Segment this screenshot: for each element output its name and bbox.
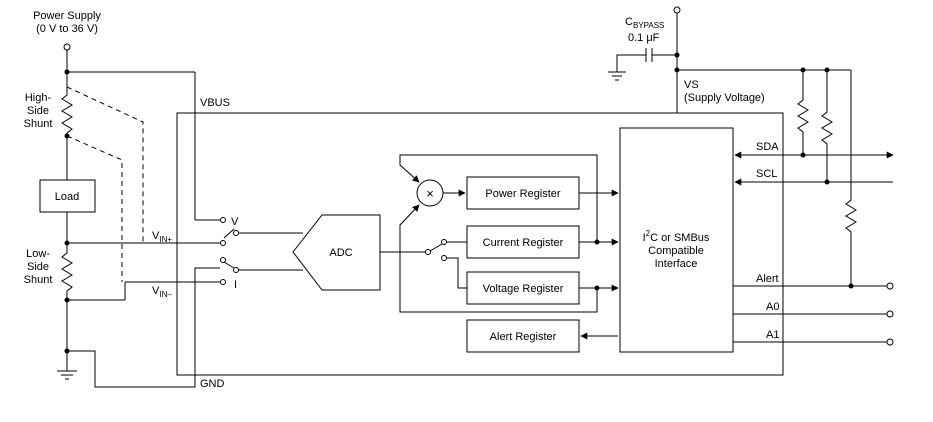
vs-supply-label: (Supply Voltage): [684, 92, 765, 104]
low-side-shunt-resistor: [61, 243, 73, 371]
demux-node: [441, 255, 447, 261]
low-side-shunt-label-1: Low-: [26, 248, 50, 260]
vs-terminal: [673, 6, 681, 14]
low-side-shunt-label-2: Side: [27, 261, 49, 273]
gnd-pin-label: GND: [200, 378, 225, 390]
alert-pullup-resistor: [845, 70, 857, 286]
voltage-feedback-wire: [399, 204, 598, 313]
low-side-shunt-label-3: Shunt: [24, 274, 53, 286]
high-side-shunt-label-3: Shunt: [24, 118, 53, 130]
gnd-wire: [67, 267, 220, 388]
power-supply-label: Power Supply: [33, 10, 101, 22]
high-side-shunt-resistor: [61, 87, 73, 180]
input-mux: [220, 217, 239, 285]
node-dot: [594, 239, 600, 245]
demux-to-voltage: [446, 257, 467, 289]
node-dot: [594, 285, 600, 291]
power-register-label: Power Register: [485, 188, 561, 200]
interface-label-3: Interface: [655, 258, 698, 270]
adc-label: ADC: [329, 247, 352, 259]
demux-node: [425, 249, 431, 255]
node-dot: [824, 179, 830, 185]
a0-terminal: [886, 310, 894, 318]
sda-pullup-resistor: [797, 70, 809, 155]
node-dot: [674, 52, 680, 58]
scl-pullup-resistor: [821, 70, 833, 182]
high-side-dashed-link-b: [66, 135, 123, 282]
node-dot: [64, 348, 70, 354]
interface-label-2: Compatible: [648, 245, 704, 257]
alert-terminal: [886, 282, 894, 290]
ground-icon: [57, 370, 77, 380]
voltage-register-label: Voltage Register: [483, 283, 564, 295]
sda-label: SDA: [756, 141, 779, 153]
multiplier-symbol: ×: [426, 186, 434, 201]
load-label: Load: [55, 191, 79, 203]
mux-i-label: I: [234, 279, 237, 291]
a1-label: A1: [766, 329, 779, 341]
node-dot: [848, 283, 854, 289]
vs-pin-label: VS: [684, 79, 699, 91]
demux-blade: [429, 243, 443, 252]
node-dot: [64, 133, 70, 139]
alert-signal-label: Alert: [756, 273, 779, 285]
node-dot: [64, 69, 70, 75]
scl-label: SCL: [756, 168, 777, 180]
i2c-interface-block: [619, 127, 734, 353]
mux-v-label: V: [231, 216, 239, 228]
demux-node: [441, 239, 447, 245]
supply-terminal: [63, 43, 71, 51]
node-dot: [64, 297, 70, 303]
bypass-cap-label: CBYPASS: [625, 16, 664, 30]
high-side-dashed-link-a: [66, 86, 144, 243]
high-side-shunt-label-2: Side: [27, 105, 49, 117]
a1-terminal: [886, 338, 894, 346]
node-dot: [674, 67, 680, 73]
alert-register: [466, 319, 580, 353]
bypass-cap-value: 0.1 μF: [628, 32, 660, 44]
vbus-pin-label: VBUS: [200, 97, 230, 109]
chip-outline: [176, 112, 784, 376]
vin-plus-label: VIN+: [152, 230, 172, 244]
load-box: [39, 179, 96, 213]
power-supply-range: (0 V to 36 V): [36, 23, 98, 35]
current-register-label: Current Register: [483, 237, 564, 249]
cap-wire-left: [616, 54, 646, 72]
alert-register-label: Alert Register: [490, 331, 557, 343]
high-side-shunt-label-1: High-: [25, 92, 52, 104]
current-register: [466, 225, 580, 259]
node-dot: [800, 152, 806, 158]
a0-label: A0: [766, 301, 779, 313]
current-feedback-wire: [399, 154, 598, 242]
node-dot: [64, 240, 70, 246]
bypass-ground-icon: [608, 71, 626, 81]
interface-label-1: I2C or SMBus: [643, 229, 710, 244]
vin-minus-label: VIN–: [152, 285, 172, 299]
